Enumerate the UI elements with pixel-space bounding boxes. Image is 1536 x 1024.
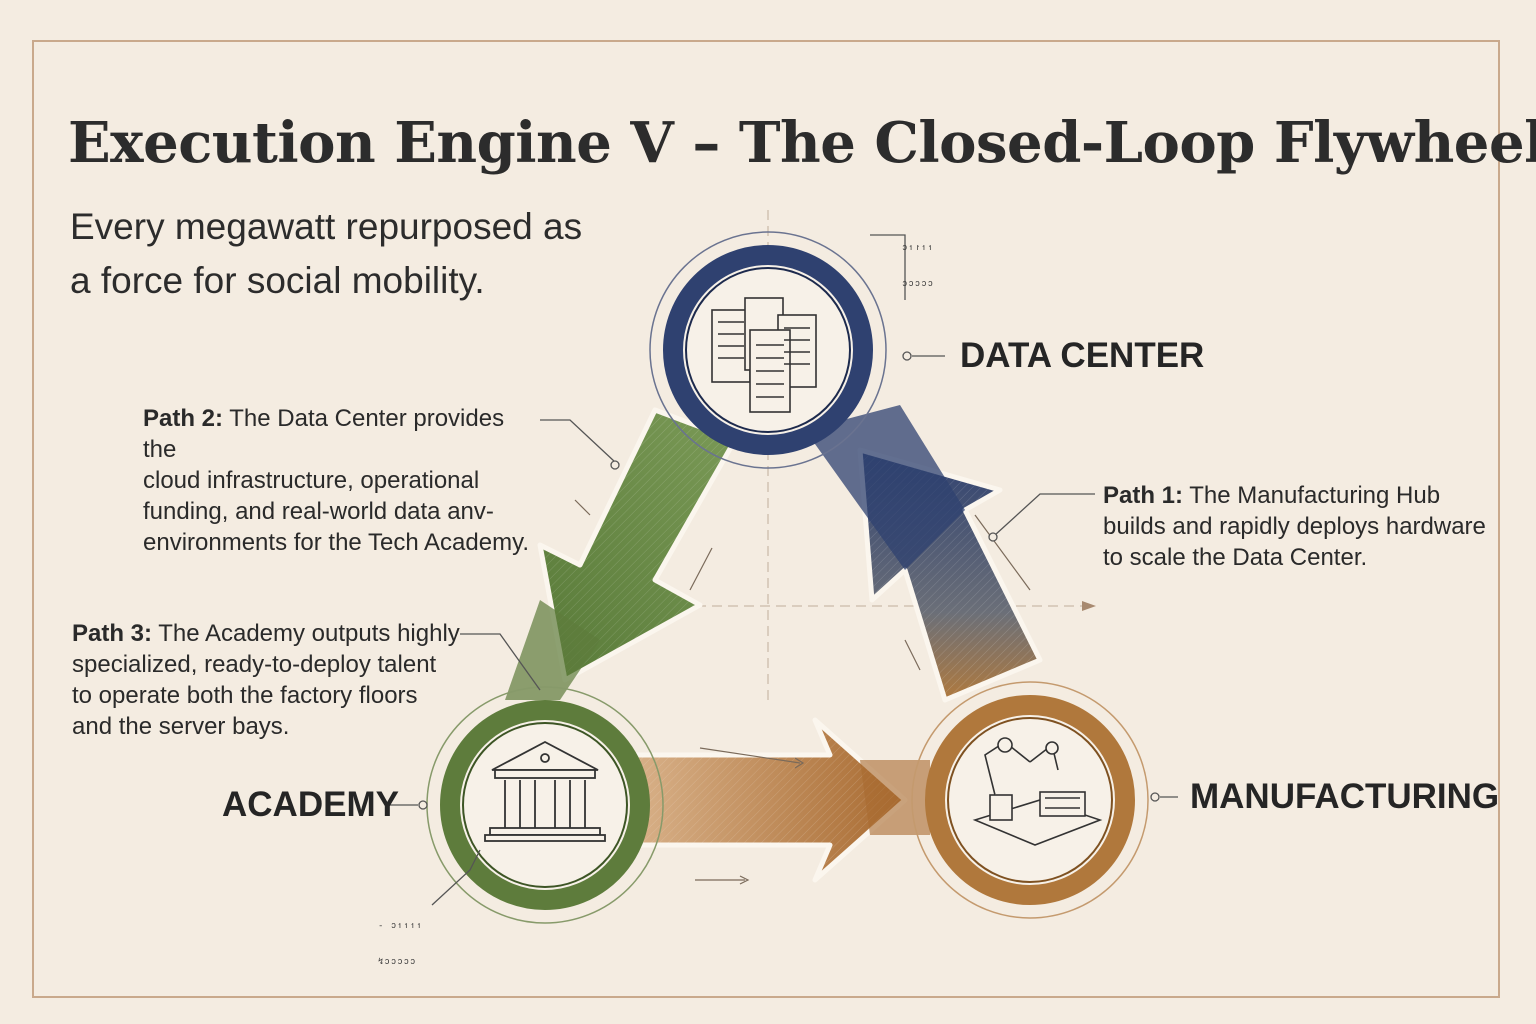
micro-text-bottom: - ↄ↿↿↿↿ ↯ↄↄↄↄↄ: [378, 896, 423, 980]
page-title: Execution Engine V – The Closed-Loop Fly…: [68, 110, 1536, 176]
page-subtitle: Every megawatt repurposed as a force for…: [70, 200, 670, 308]
robotic-arm-icon: [972, 737, 1103, 846]
path3-line-4: and the server bays.: [72, 713, 290, 740]
path1-line-3: to scale the Data Center.: [1103, 544, 1368, 571]
micro-text-bottom-1: - ↄ↿↿↿↿: [378, 921, 423, 931]
path2-line-2: cloud infrastructure, operational: [143, 467, 480, 494]
micro-text-top-1: ↄ↿↾↿↿: [902, 243, 935, 253]
path1-text-1: The Manufacturing Hub: [1189, 482, 1441, 509]
manufacturing-label: MANUFACTURING: [1190, 777, 1500, 816]
manufacturing-node[interactable]: [911, 681, 1149, 919]
path2-prefix: Path 2: [143, 405, 216, 432]
micro-text-bottom-2: ↯ↄↄↄↄↄ: [378, 957, 417, 967]
path3-text-1: The Academy outputs highly: [158, 620, 460, 647]
subtitle-line-2: a force for social mobility.: [70, 260, 485, 301]
academy-label: ACADEMY: [222, 785, 399, 824]
path1-line-1: Path 1: The Manufacturing Hub: [1103, 482, 1441, 509]
micro-text-top-2: ↄↄↄↄↄ: [902, 279, 935, 289]
path3-description: Path 3: The Academy outputs highly speci…: [72, 618, 472, 742]
server-rack-icon: [711, 297, 817, 413]
path1-description: Path 1: The Manufacturing Hub builds and…: [1103, 480, 1503, 573]
path1-prefix: Path 1: [1103, 482, 1176, 509]
path2-arrow: [505, 407, 738, 700]
path2-line-4: environments for the Tech Academy.: [143, 529, 529, 556]
academy-node[interactable]: [426, 686, 664, 924]
subtitle-line-1: Every megawatt repurposed as: [70, 206, 583, 247]
data-center-label: DATA CENTER: [960, 336, 1205, 375]
direction-ticks: [574, 499, 1031, 885]
path3-line-2: specialized, ready-to-deploy talent: [72, 651, 437, 678]
path3-line-3: to operate both the factory floors: [72, 682, 418, 709]
page-frame: [32, 40, 1500, 998]
path3-line-1: Path 3: The Academy outputs highly: [72, 620, 460, 647]
path3-arrow: [627, 717, 930, 883]
micro-text-top: ↄ↿↾↿↿ ↄↄↄↄↄ: [902, 218, 934, 302]
path3-prefix: Path 3: [72, 620, 145, 647]
path1-arrow: [805, 405, 1043, 703]
path2-line-3: funding, and real-world data anv-: [143, 498, 494, 525]
data-center-node[interactable]: [649, 231, 887, 469]
classical-building-icon: [484, 740, 606, 842]
path2-line-1: Path 2: The Data Center provides the: [143, 405, 505, 463]
path1-line-2: builds and rapidly deploys hardware: [1103, 513, 1486, 540]
leader-lines: [388, 234, 1178, 906]
path2-description: Path 2: The Data Center provides the clo…: [143, 403, 543, 558]
path2-text-1: The Data Center provides the: [143, 405, 505, 463]
